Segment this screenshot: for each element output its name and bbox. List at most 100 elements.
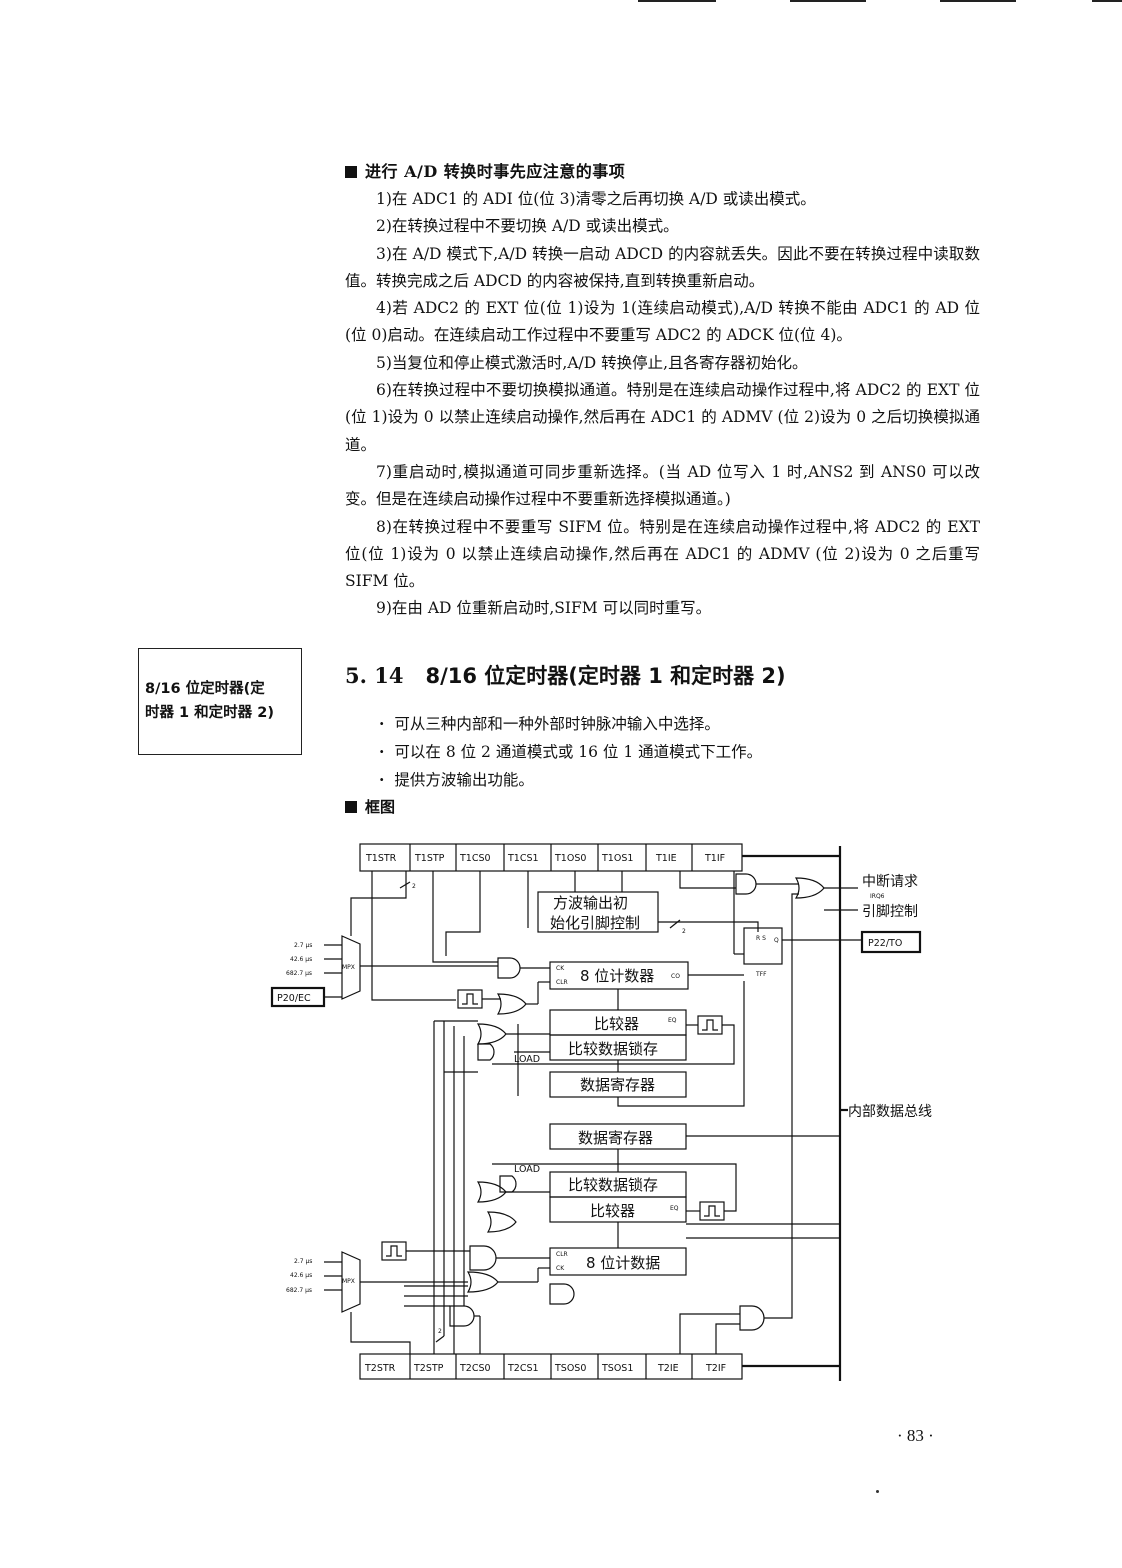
eq-label: EQ [670, 1205, 679, 1212]
clock-input-label: 682.7 μs [286, 1287, 312, 1294]
or-gate [476, 1023, 507, 1045]
register-label: T1IE [655, 853, 677, 864]
and-gate [549, 1283, 575, 1305]
clr-label: CLR [556, 979, 568, 986]
register-label: T2STR [364, 1363, 396, 1374]
tff-label: TFF [755, 971, 767, 978]
note-item: 9)在由 AD 位重新启动时,SIFM 可以同时重写。 [376, 599, 712, 618]
register-label: T2IF [705, 1363, 726, 1374]
square-wave-init-box [537, 891, 659, 933]
mpx-1 [341, 935, 361, 1000]
bus-width-label: 2 [412, 883, 416, 890]
section-title: 5. 14 8/16 位定时器(定时器 1 和定时器 2) [345, 660, 786, 690]
square-bullet-icon [345, 166, 357, 178]
load-label: LOAD [514, 1054, 540, 1065]
irq-label: IRQ6 [870, 893, 885, 900]
clock-input-label: 42.6 μs [290, 956, 312, 963]
note-item: 7)重启动时,模拟通道可同步重新选择。(当 AD 位写入 1 时,ANS2 到 … [345, 462, 980, 509]
feature-list: 可从三种内部和一种外部时钟脉冲输入中选择。 可以在 8 位 2 通道模式或 16… [385, 710, 762, 794]
note-item: 2)在转换过程中不要切换 A/D 或读出模式。 [376, 217, 679, 236]
q-label: Q [774, 937, 779, 944]
margin-note-box: 8/16 位定时器(定 时器 1 和定时器 2) [138, 648, 302, 755]
page-number: · 83 · [897, 1426, 934, 1445]
or-gate [476, 1181, 507, 1203]
and-gate [469, 1245, 497, 1271]
output-pin [860, 930, 922, 954]
list-item: 可以在 8 位 2 通道模式或 16 位 1 通道模式下工作。 [385, 738, 762, 766]
note-item: 4)若 ADC2 的 EXT 位(位 1)设为 1(连续启动模式),A/D 转换… [345, 299, 980, 345]
comparator-label: 比较器 [594, 1015, 639, 1033]
and-gate [497, 957, 521, 979]
list-item: 可从三种内部和一种外部时钟脉冲输入中选择。 [385, 710, 762, 738]
margin-note-line: 时器 1 和定时器 2) [145, 705, 274, 721]
or-gate [486, 1211, 517, 1233]
and-gate [499, 1175, 517, 1193]
clock-input-label: 42.6 μs [290, 1272, 312, 1279]
compare-latch-label: 比较数据锁存 [568, 1040, 658, 1058]
note-item: 1)在 ADC1 的 ADI 位(位 3)清零之后再切换 A/D 或读出模式。 [376, 190, 816, 208]
output-pin-label: P22/TO [868, 938, 902, 949]
note-item: 6)在转换过程中不要切换模拟通道。特别是在连续启动操作过程中,将 ADC2 的 … [345, 381, 980, 454]
register-label: TSOS1 [601, 1363, 633, 1374]
section-number: 5. 14 [345, 663, 404, 688]
note-item: 8)在转换过程中不要重写 SIFM 位。特别是在连续启动操作过程中,将 ADC2… [345, 517, 980, 591]
notes-heading: 进行 A/D 转换时事先应注意的事项 [345, 158, 625, 182]
or-gate [466, 1271, 499, 1293]
top-rule [638, 0, 716, 2]
register-label: T1OS0 [554, 853, 586, 864]
clock-input-label: 682.7 μs [286, 970, 312, 977]
top-rule [940, 0, 1016, 2]
timer-block-diagram: T1STR T1STP T1CS0 T1CS1 T1OS0 T1OS1 T1IE… [270, 843, 932, 1381]
top-rule [790, 0, 866, 2]
bus-width-label: 2 [438, 1328, 442, 1335]
rs-label: R S [756, 935, 766, 942]
pulse-icon [699, 1201, 725, 1221]
clr-label: CLR [556, 1251, 568, 1258]
list-item: 提供方波输出功能。 [385, 766, 762, 794]
register-label: TSOS0 [554, 1363, 586, 1374]
scan-speck [876, 1490, 879, 1493]
section-title-text: 8/16 位定时器(定时器 1 和定时器 2) [425, 664, 786, 688]
mpx-label: MPX [342, 964, 355, 971]
square-bullet-icon [345, 801, 357, 813]
note-item: 3)在 A/D 模式下,A/D 转换一启动 ADCD 的内容就丢失。因此不要在转… [345, 244, 980, 290]
mpx-label: MPX [342, 1278, 355, 1285]
mpx-2 [341, 1251, 361, 1313]
pin-control-label: 引脚控制 [862, 904, 918, 920]
or-gate [794, 877, 825, 899]
clock-input-label: 2.7 μs [294, 942, 312, 949]
register-label: T1STP [414, 853, 445, 864]
co-label: CO [671, 973, 680, 980]
ck-label: CK [556, 1265, 565, 1272]
clock-input-label: 2.7 μs [294, 1258, 312, 1265]
load-label: LOAD [514, 1164, 540, 1175]
square-wave-init-label: 方波输出初 [553, 894, 628, 912]
register-label: T2IE [657, 1363, 679, 1374]
and-gate [449, 1305, 475, 1327]
counter-label: 8 位计数据 [586, 1254, 660, 1272]
pulse-icon [697, 1015, 723, 1035]
register-label: T1OS1 [601, 853, 633, 864]
data-register-label: 数据寄存器 [578, 1129, 653, 1147]
bus-width-label: 2 [682, 928, 686, 935]
t1-register-row: T1STR T1STP T1CS0 T1CS1 T1OS0 T1OS1 T1IE… [359, 843, 743, 872]
notes-list: 1)在 ADC1 的 ADI 位(位 3)清零之后再切换 A/D 或读出模式。 … [345, 186, 980, 623]
register-label: T1STR [365, 853, 397, 864]
square-wave-init-label: 始化引脚控制 [550, 914, 640, 932]
interrupt-request-label: 中断请求 [862, 874, 918, 890]
t2-register-row: T2STR T2STP T2CS0 T2CS1 TSOS0 TSOS1 T2IE… [359, 1353, 743, 1380]
register-label: T1IF [704, 853, 725, 864]
tff-flipflop [743, 927, 783, 965]
top-rule [1092, 0, 1122, 2]
data-register-label: 数据寄存器 [580, 1076, 655, 1094]
pulse-icon [381, 1241, 407, 1261]
diagram-heading: 框图 [345, 796, 395, 817]
register-label: T1CS0 [459, 853, 491, 864]
compare-latch-label: 比较数据锁存 [568, 1176, 658, 1194]
note-item: 5)当复位和停止模式激活时,A/D 转换停止,且各寄存器初始化。 [376, 353, 808, 372]
pulse-icon [457, 989, 483, 1009]
register-label: T1CS1 [507, 853, 539, 864]
and-gate [739, 1305, 765, 1331]
register-label: T2CS1 [507, 1363, 539, 1374]
ck-label: CK [556, 965, 565, 972]
